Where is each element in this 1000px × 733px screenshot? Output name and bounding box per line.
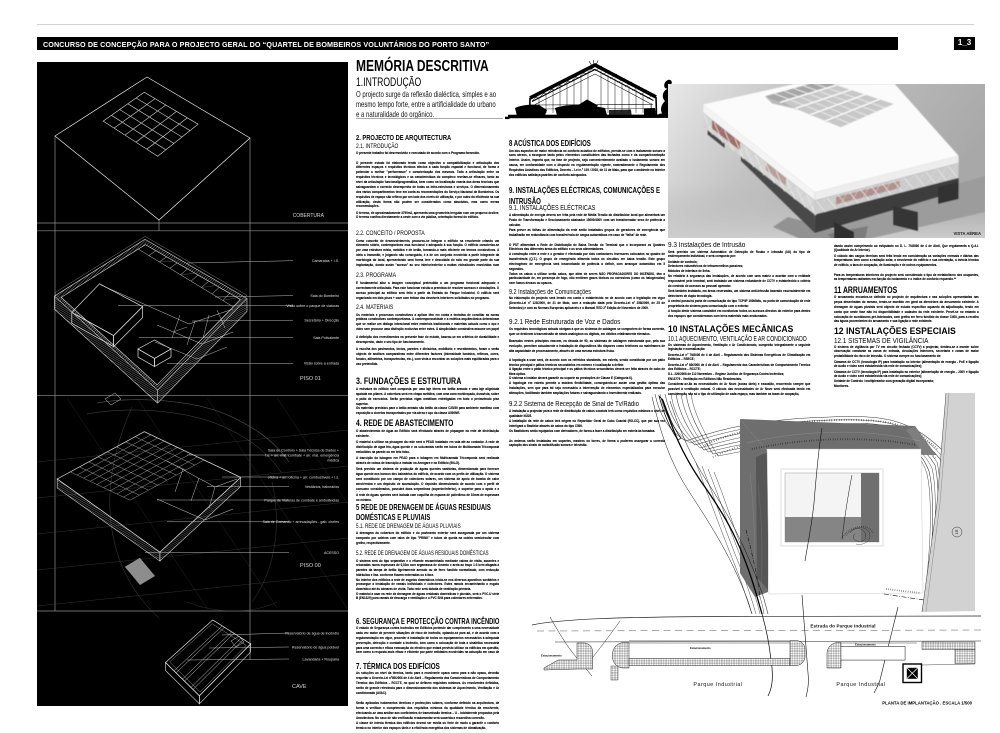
svg-text:Estacionamento: Estacionamento (541, 654, 562, 658)
svg-text:Vestiários, balneários: Vestiários, balneários (305, 485, 339, 489)
svg-text:Camaratas + I.S.: Camaratas + I.S. (312, 259, 339, 263)
svg-text:Visão sobre a entrada: Visão sobre a entrada (304, 362, 339, 366)
svg-text:médica: médica (327, 458, 339, 462)
svg-text:PISO 00: PISO 00 (300, 563, 321, 569)
svg-text:PISO 01: PISO 01 (300, 376, 321, 382)
svg-text:PLANTA DE IMPLANTAÇÃO . ESCALA: PLANTA DE IMPLANTAÇÃO . ESCALA 1/500 (882, 701, 972, 706)
svg-text:Lavandaria + Rouparia: Lavandaria + Rouparia (303, 657, 339, 661)
svg-text:Sala de Comando + arrecadações: Sala de Comando + arrecadações - gab. ch… (263, 520, 340, 524)
svg-text:VISTA AÉREA: VISTA AÉREA (953, 231, 981, 236)
svg-text:I.s. + arr. mat. combate + arr: I.s. + arr. mat. combate + arr. mat. eme… (265, 453, 339, 457)
svg-text:97: 97 (954, 529, 959, 535)
svg-text:Reservatório de água de incênd: Reservatório de água de incêndio (285, 631, 339, 635)
svg-text:Visão sobre o parque de viatur: Visão sobre o parque de viaturas (286, 304, 339, 308)
svg-text:Sala do Bombeiro: Sala do Bombeiro (310, 294, 339, 298)
svg-text:Estacionamento: Estacionamento (855, 642, 876, 646)
svg-text:Parque Industrial: Parque Industrial (693, 682, 742, 688)
svg-text:Parque de Viaturas de combate: Parque de Viaturas de combate e ambulânc… (264, 498, 339, 502)
svg-text:Reservatório de água potável: Reservatório de água potável (292, 645, 339, 649)
svg-text:CAVE: CAVE (292, 684, 307, 690)
svg-text:COBERTURA: COBERTURA (293, 213, 325, 219)
svg-text:Sala Polivalente: Sala Polivalente (313, 336, 339, 340)
svg-text:Secretária + Direcção: Secretária + Direcção (304, 319, 339, 323)
svg-text:Sala de Controlo + Sala Técnic: Sala de Controlo + Sala Técnica de Dados… (268, 448, 339, 452)
svg-text:Estrada do Parque Industrial: Estrada do Parque Industrial (810, 624, 875, 629)
svg-text:Parque Industrial: Parque Industrial (836, 682, 885, 688)
svg-text:ACESSO: ACESSO (324, 551, 339, 555)
svg-text:oficina + arr. oficina + arr.: oficina + arr. oficina + arr. combustíve… (268, 475, 339, 479)
svg-text:Estacionamento: Estacionamento (690, 646, 711, 650)
